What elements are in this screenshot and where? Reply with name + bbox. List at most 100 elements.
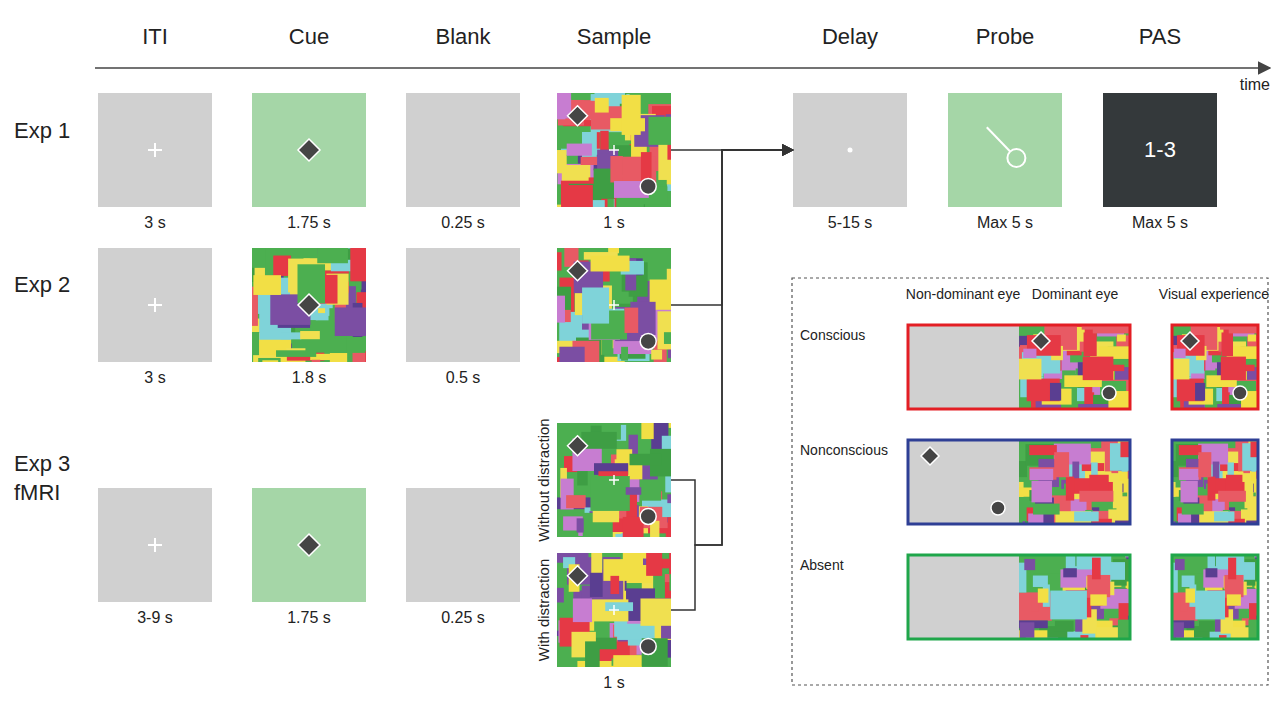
- screen-panel: 0.5 s: [406, 248, 520, 362]
- screen-ground: [406, 93, 520, 207]
- duration-label: 3 s: [144, 214, 165, 232]
- duration-label: 0.5 s: [446, 369, 481, 387]
- phase-header: Delay: [822, 24, 878, 50]
- experiment-label: Exp 2: [14, 272, 70, 298]
- condition-frame: [1172, 440, 1258, 524]
- circle-item: [1102, 386, 1116, 400]
- circle-item: [991, 501, 1005, 515]
- diamond-cue: [568, 566, 588, 586]
- fixation-cross: [609, 300, 619, 310]
- condition-label: With distraction: [535, 559, 552, 662]
- experiment-label: Exp 1: [14, 118, 70, 144]
- fixation-cross: [148, 538, 162, 552]
- screen-panel: 3 s: [98, 93, 212, 207]
- duration-label: 5-15 s: [828, 214, 872, 232]
- duration-label: 3 s: [144, 369, 165, 387]
- inset-frame: [792, 278, 1268, 685]
- screen-panel: 5-15 s: [793, 93, 907, 207]
- column-header: Non-dominant eye: [906, 286, 1020, 302]
- circle-item: [1233, 386, 1247, 400]
- duration-label: 3-9 s: [137, 609, 173, 627]
- diamond-cue: [298, 534, 320, 556]
- condition-frame: [908, 440, 1130, 524]
- phase-header: Cue: [289, 24, 329, 50]
- circle-item: [640, 508, 656, 524]
- inset-illustration: [908, 322, 1277, 664]
- condition-frame: [1172, 325, 1258, 409]
- diamond-cue: [921, 447, 939, 465]
- circle-item: [640, 178, 656, 194]
- screen-ground: [98, 488, 212, 602]
- screen-panel: 1-3Max 5 s: [1103, 93, 1217, 207]
- circle-item: [640, 333, 656, 349]
- diamond-cue: [568, 106, 588, 126]
- row-label: Absent: [800, 557, 844, 573]
- fixation-cross: [609, 145, 619, 155]
- screen-panel: 1.75 s: [252, 93, 366, 207]
- screen-ground: [793, 93, 907, 207]
- diamond-cue: [568, 436, 588, 456]
- mondrian-mask: [1019, 555, 1130, 639]
- duration-label: 1 s: [603, 674, 624, 692]
- fixation-cross: [609, 475, 619, 485]
- screen-panel: 0.25 s: [406, 93, 520, 207]
- column-header: Visual experience: [1159, 286, 1269, 302]
- screen-panel: Without distraction: [557, 423, 671, 537]
- screen-panel: With distraction1 s: [557, 553, 671, 667]
- diamond-cue: [568, 261, 588, 281]
- diamond-cue: [1181, 332, 1199, 350]
- screen-ground: [98, 248, 212, 362]
- duration-label: 1.8 s: [292, 369, 327, 387]
- mondrian-mask: [557, 93, 671, 207]
- flow-arrow: [671, 150, 793, 610]
- mondrian-mask: [557, 248, 671, 362]
- column-header: Dominant eye: [1032, 286, 1118, 302]
- diamond-cue: [298, 139, 320, 161]
- screen-ground: [1103, 93, 1217, 207]
- condition-frame: [908, 555, 1130, 639]
- phase-header: Blank: [435, 24, 490, 50]
- fixation-cross: [148, 143, 162, 157]
- phase-header: Probe: [976, 24, 1035, 50]
- duration-label: Max 5 s: [1132, 214, 1188, 232]
- flow-arrow: [671, 150, 793, 545]
- duration-label: Max 5 s: [977, 214, 1033, 232]
- duration-label: 1 s: [603, 214, 624, 232]
- condition-frame: [908, 325, 1130, 409]
- duration-label: 1.75 s: [287, 214, 331, 232]
- experiment-label: Exp 3 fMRI: [14, 450, 86, 507]
- mondrian-mask: [1019, 325, 1130, 409]
- mondrian-mask: [557, 423, 671, 537]
- mondrian-mask: [252, 248, 366, 362]
- phase-header: PAS: [1139, 24, 1181, 50]
- fixation-cross: [148, 298, 162, 312]
- screen-panel: 3-9 s: [98, 488, 212, 602]
- fixation-dot: [848, 148, 853, 153]
- screen-ground: [252, 93, 366, 207]
- screens: [98, 88, 1217, 698]
- mondrian-mask: [1172, 440, 1258, 524]
- screen-ground: [98, 93, 212, 207]
- mondrian-mask: [1172, 325, 1258, 409]
- screen-ground: [406, 248, 520, 362]
- screen-panel: 0.25 s: [406, 488, 520, 602]
- circle-item: [640, 638, 656, 654]
- rating-text: 1-3: [1144, 137, 1176, 163]
- duration-label: 0.25 s: [441, 214, 485, 232]
- duration-label: 1.75 s: [287, 609, 331, 627]
- screen-ground: [908, 325, 1019, 409]
- row-label: Conscious: [800, 327, 865, 343]
- condition-label: Without distraction: [535, 418, 552, 541]
- screen-panel: 3 s: [98, 248, 212, 362]
- fixation-cross: [609, 605, 619, 615]
- flow-arrow: [671, 150, 793, 305]
- phase-header: ITI: [142, 24, 168, 50]
- time-axis: [95, 67, 1270, 69]
- screen-ground: [908, 440, 1019, 524]
- probe-circle: [1007, 149, 1025, 167]
- condition-frame: [1172, 555, 1258, 639]
- axis-label: time: [1240, 76, 1270, 94]
- mondrian-mask: [1019, 440, 1130, 524]
